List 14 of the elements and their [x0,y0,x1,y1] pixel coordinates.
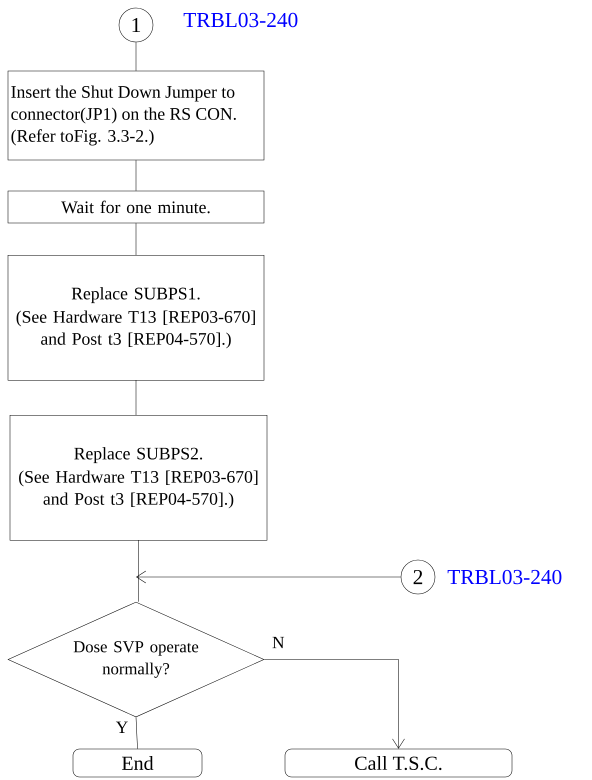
arrow [136,570,401,584]
link-text: TRBL03-240 [184,12,298,28]
link-text: TRBL03-240 [448,570,562,584]
connector-line [138,540,139,602]
terminal-box: Call T.S.C. [284,748,512,778]
process-box: Wait for one minute. [8,190,264,224]
terminal-box: End [72,748,202,778]
arrow [264,659,405,749]
process-box: Replace SUBPS2. (See Hardware T13 [REP03-670] and Post t3 [REP04-570].) [10,415,268,541]
connector-line [136,717,138,750]
process-box: Insert the Shut Down Jumper to connector(JP1) on the RS CON. (Refer toFig. 3.3-2.) [8,70,264,160]
edge-label: N [272,636,284,648]
edge-label: Y [116,722,128,733]
process-box: Replace SUBPS1. (See Hardware T13 [REP03-670] and Post t3 [REP04-570].) [8,255,264,381]
